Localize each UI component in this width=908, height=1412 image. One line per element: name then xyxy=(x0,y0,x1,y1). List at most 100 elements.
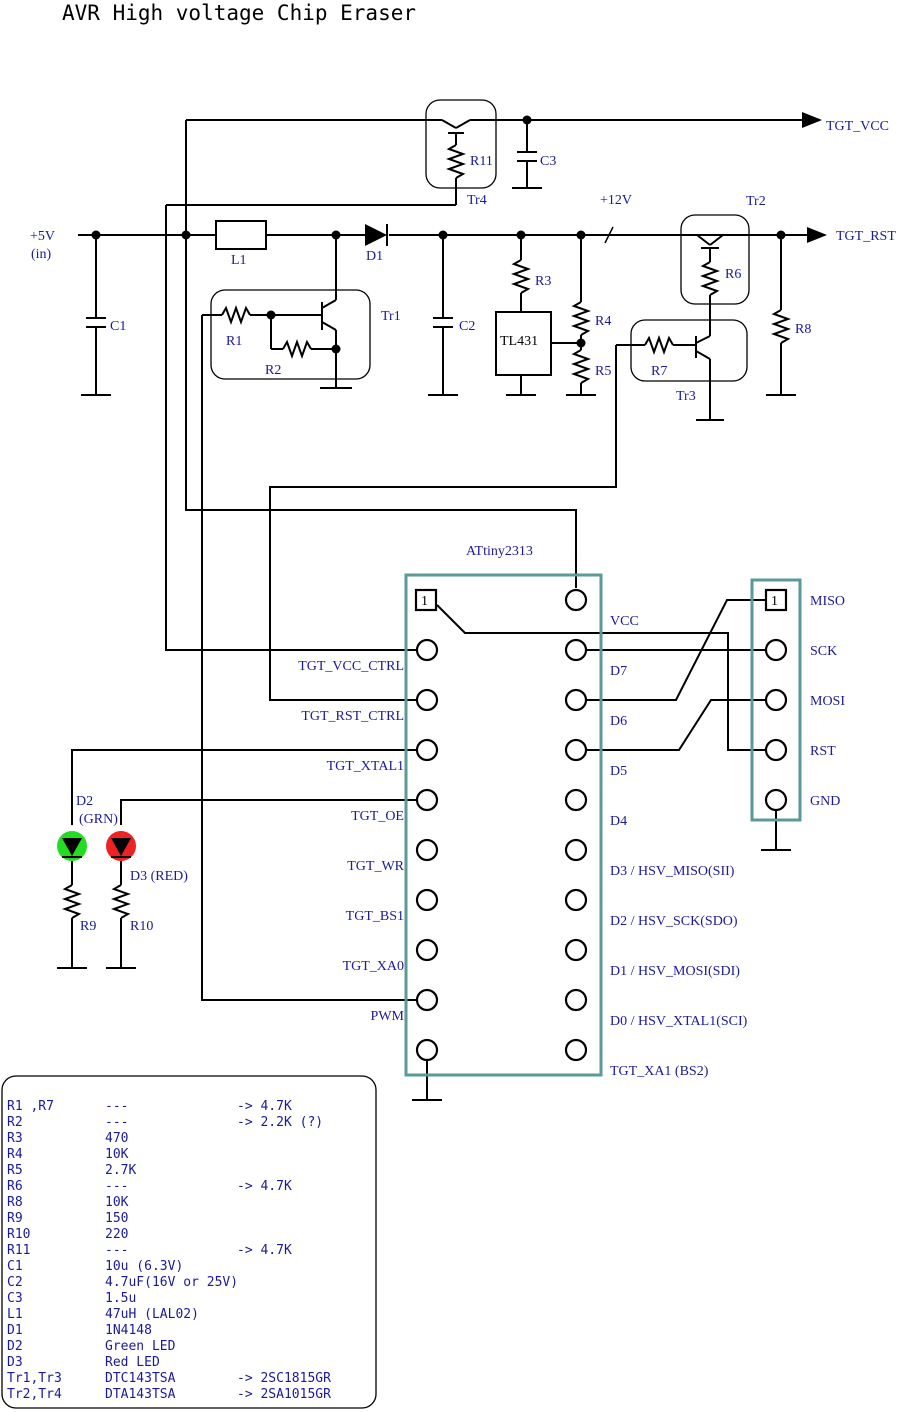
mcu-left-pin-label: TGT_RST_CTRL xyxy=(301,709,404,724)
mcu-left-pad xyxy=(415,788,439,812)
mcu-pin1-square xyxy=(414,588,438,612)
isp-pad xyxy=(764,638,788,662)
bom-cell: 4.7uF(16V or 25V) xyxy=(105,1275,238,1290)
tr3-label: Tr3 xyxy=(676,389,696,404)
mcu-right-pin-label: D5 xyxy=(610,764,627,779)
tr4-label: Tr4 xyxy=(467,193,487,208)
r1-label: R1 xyxy=(226,334,242,349)
bom-cell: DTC143TSA xyxy=(105,1371,176,1386)
bom-cell: 2.7K xyxy=(105,1163,136,1178)
bom-cell: C3 xyxy=(7,1291,23,1306)
mcu-right-pin-label: D4 xyxy=(610,814,627,829)
isp-pin-label: MOSI xyxy=(810,694,845,709)
r7-label: R7 xyxy=(651,364,667,379)
mcu-right-pin-label: D2 / HSV_SCK(SDO) xyxy=(610,914,738,929)
r4-label: R4 xyxy=(595,314,611,329)
isp-pad xyxy=(764,688,788,712)
bom-cell: C2 xyxy=(7,1275,23,1290)
mcu-left-pins: 1TGT_VCC_CTRLTGT_RST_CTRLTGT_XTAL1TGT_OE… xyxy=(298,588,439,1062)
plus12v-label: +12V xyxy=(600,193,632,208)
l1-label: L1 xyxy=(231,253,247,268)
resistor-r4-r5 xyxy=(566,235,596,396)
mcu-right-pin-label: VCC xyxy=(610,614,639,629)
mcu-left-pad xyxy=(415,888,439,912)
bom-cell: --- xyxy=(105,1179,128,1194)
mcu-right-pin-label: D6 xyxy=(610,714,627,729)
mcu-left-pin-label: TGT_WR xyxy=(347,859,404,874)
bom-cell: R5 xyxy=(7,1163,23,1178)
mcu-left-pad xyxy=(415,838,439,862)
led-d2-green xyxy=(57,831,87,969)
mcu-right-pin-label: D0 / HSV_XTAL1(SCI) xyxy=(610,1014,748,1029)
resistor-r3 xyxy=(511,235,531,312)
tgt-rst-label: TGT_RST xyxy=(836,229,896,244)
bom-cell: Red LED xyxy=(105,1355,160,1370)
transistor-tr4 xyxy=(166,99,822,206)
capacitor-c1 xyxy=(81,235,111,396)
bom-cell: 1N4148 xyxy=(105,1323,152,1338)
bom-cell: -> 2SC1815GR xyxy=(237,1371,331,1386)
bom-cell: --- xyxy=(105,1243,128,1258)
resistor-r8 xyxy=(766,235,796,396)
bom-cell: 10u (6.3V) xyxy=(105,1259,183,1274)
r6-label: R6 xyxy=(725,267,741,282)
isp-pin-label: SCK xyxy=(810,644,837,659)
plus5v-label: +5V xyxy=(30,229,55,244)
transistor-tr2 xyxy=(680,214,750,336)
mcu-left-pin-label: PWM xyxy=(371,1009,405,1024)
isp-connector xyxy=(750,578,802,822)
mcu-left-pin-label: TGT_VCC_CTRL xyxy=(298,659,404,674)
mcu-name: ATtiny2313 xyxy=(466,544,533,559)
bom-cell: 47uH (LAL02) xyxy=(105,1307,199,1322)
capacitor-c2 xyxy=(428,235,458,396)
bom-box xyxy=(1,1075,377,1409)
mcu-left-pad xyxy=(415,638,439,662)
r10-label: R10 xyxy=(130,919,153,934)
mcu-right-pad xyxy=(564,1038,588,1062)
d1-label: D1 xyxy=(366,249,383,264)
mcu-left-pad xyxy=(415,988,439,1012)
tr2-label: Tr2 xyxy=(746,194,766,209)
r9-label: R9 xyxy=(80,919,96,934)
transistor-tr3 xyxy=(616,319,748,421)
bom-cell: -> 2SA1015GR xyxy=(237,1387,331,1402)
mcu-right-pad xyxy=(564,838,588,862)
diode-d1 xyxy=(365,224,388,246)
mcu-pin1-number: 1 xyxy=(421,594,428,609)
bom-cell: R4 xyxy=(7,1147,23,1162)
mcu-left-pin-label: TGT_XA0 xyxy=(343,959,404,974)
bom-cell: C1 xyxy=(7,1259,23,1274)
isp-pin-label: RST xyxy=(810,744,836,759)
d2-sub-label: (GRN) xyxy=(79,812,118,827)
inductor-l1 xyxy=(215,220,267,250)
bom-cell: -> 4.7K xyxy=(237,1243,292,1258)
bom-cell: L1 xyxy=(7,1307,23,1322)
bom-cell: -> 4.7K xyxy=(237,1179,292,1194)
r3-label: R3 xyxy=(535,274,551,289)
mcu-left-pad xyxy=(415,938,439,962)
isp-pin-label: GND xyxy=(810,794,840,809)
bom-cell: R1 ,R7 xyxy=(7,1099,54,1114)
tgt-vcc-label: TGT_VCC xyxy=(826,119,889,134)
bom-cell: R11 xyxy=(7,1243,30,1258)
bom-cell: D3 xyxy=(7,1355,23,1370)
mcu-right-pad xyxy=(564,938,588,962)
power-rail xyxy=(78,226,827,244)
bom-cell: R9 xyxy=(7,1211,23,1226)
isp-pad xyxy=(764,788,788,812)
led-d3-red xyxy=(106,831,136,969)
bom-cell: 470 xyxy=(105,1131,128,1146)
bom-cell: R3 xyxy=(7,1131,23,1146)
bom-cell: R2 xyxy=(7,1115,23,1130)
bom-cell: DTA143TSA xyxy=(105,1387,176,1402)
mcu-right-pad xyxy=(564,588,588,612)
mcu-right-pad xyxy=(564,688,588,712)
d3-label: D3 (RED) xyxy=(130,869,188,884)
bom-cell: --- xyxy=(105,1115,128,1130)
r8-label: R8 xyxy=(795,322,811,337)
control-wires xyxy=(71,120,791,1101)
r11-label: R11 xyxy=(470,154,493,169)
